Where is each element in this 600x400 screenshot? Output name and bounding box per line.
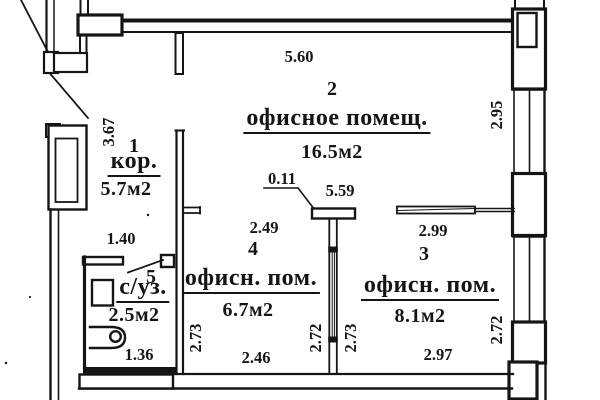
top-wall	[76, 0, 515, 37]
room4-number-label: 4	[248, 238, 258, 260]
entry-door-swing-lines	[19, 0, 90, 120]
dim-room4-left-height: 2.73	[185, 323, 205, 353]
dim-top-width: 5.60	[284, 46, 314, 66]
t-partition	[310, 207, 357, 375]
left-wall-window	[45, 123, 88, 400]
dim-right-wall-lower: 2.72	[486, 315, 506, 345]
dim-entry-side: 3.67	[98, 117, 118, 147]
interior-wall	[159, 32, 201, 376]
room1-area-label: 5.7м2	[100, 178, 152, 200]
room1-number-label: 1	[129, 135, 139, 157]
room2-number-label: 2	[327, 78, 337, 100]
dim-room3-top-width: 2.99	[418, 220, 448, 240]
dim-partition-right-height: 2.73	[340, 323, 360, 353]
room5-area-label: 2.5м2	[108, 304, 160, 326]
right-wall-windows	[507, 0, 548, 400]
dim-bath-width: 1.36	[124, 344, 154, 364]
entry-walls	[42, 0, 89, 75]
sink-icon	[90, 278, 115, 307]
dimension-leader	[263, 186, 315, 209]
dim-room2-opening: 5.59	[325, 180, 355, 200]
room4-area-label: 6.7м2	[222, 299, 274, 321]
room5-name-label: с/уз.	[116, 275, 170, 303]
dim-room3-bottom-width: 2.97	[423, 344, 453, 364]
dim-partition-left-height: 2.72	[305, 323, 325, 353]
room3-name-label: офисн. пом.	[360, 273, 500, 301]
dim-room4-top-width: 2.49	[249, 217, 279, 237]
room5-number-label: 5	[146, 266, 156, 288]
room1-name-label: кор.	[107, 149, 161, 177]
room3-number-label: 3	[419, 243, 429, 265]
scan-dots	[4, 213, 150, 365]
room2-name-label: офисное помещ.	[243, 106, 431, 134]
dim-bath-door: 1.40	[106, 228, 136, 248]
room3-counter	[396, 205, 515, 215]
bottom-wall	[77, 367, 515, 390]
bathroom-fixtures	[88, 278, 127, 350]
room4-name-label: офисн. пом.	[181, 266, 321, 294]
bathroom-walls	[81, 255, 165, 369]
room3-area-label: 8.1м2	[394, 305, 446, 327]
dim-right-wall-upper: 2.95	[486, 100, 506, 130]
dim-room4-bottom-width: 2.46	[241, 347, 271, 367]
room2-area-label: 16.5м2	[301, 141, 363, 163]
dim-partition-thickness: 0.11	[268, 168, 296, 188]
